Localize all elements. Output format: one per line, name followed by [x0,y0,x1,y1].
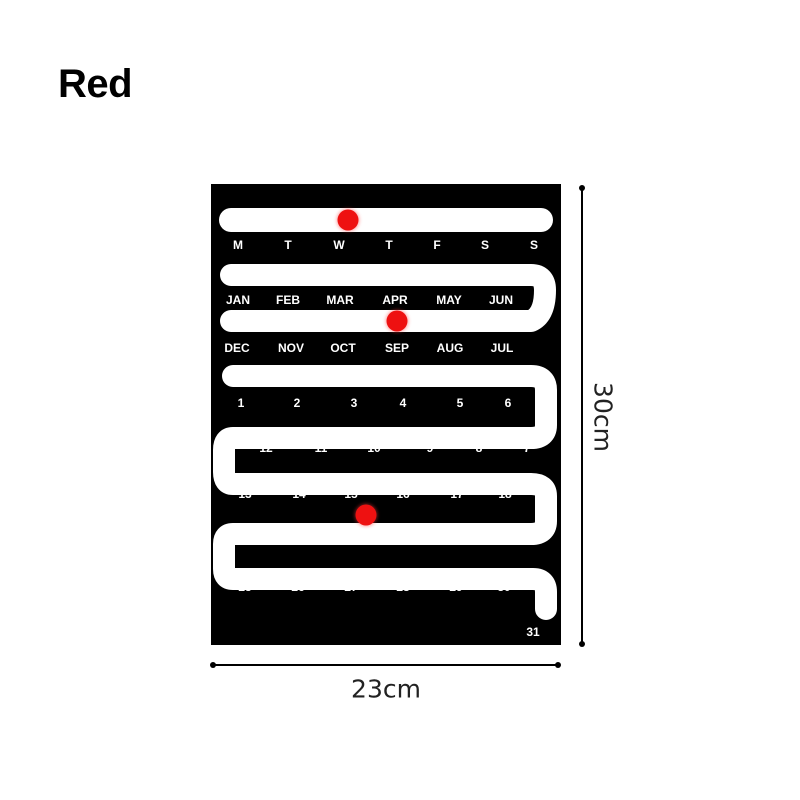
day-label: 27 [344,580,358,594]
weekday-label: M [233,238,243,252]
height-dimension-end [579,185,585,191]
month-label: SEP [384,341,410,355]
month-label: DEC [224,341,250,355]
day-label: 30 [497,580,511,594]
day-slot [213,365,557,620]
width-dimension-line [213,664,558,666]
day-label: 26 [291,580,305,594]
month-label: OCT [330,341,356,355]
day-label: 2 [293,396,301,410]
height-dimension-line [581,188,583,644]
day-label: 11 [314,441,328,455]
day-label: 16 [396,487,410,501]
month-label: JUN [488,293,514,307]
day-label: 18 [498,487,512,501]
day-label: 17 [450,487,464,501]
width-dimension-end [210,662,216,668]
day-label: 12 [259,441,273,455]
day-label: 24 [259,532,273,546]
month-label: JUL [490,341,514,355]
month-label: MAY [436,293,462,307]
month-label: JAN [225,293,251,307]
color-variant-title: Red [58,62,133,106]
day-label: 31 [526,625,540,639]
day-label: 13 [238,487,252,501]
month-label: MAR [326,293,354,307]
day-label: 25 [238,580,252,594]
month-label: NOV [277,341,305,355]
day-label: 7 [523,441,531,455]
day-label: 22 [359,532,373,546]
day-label: 21 [417,532,431,546]
height-dimension-end [579,641,585,647]
weekday-label: W [333,238,345,252]
day-marker[interactable] [355,504,377,526]
day-label: 4 [399,396,407,410]
day-label: 6 [504,396,512,410]
weekday-label: S [480,238,490,252]
day-label: 28 [396,580,410,594]
day-label: 5 [456,396,464,410]
weekday-marker[interactable] [337,209,359,231]
day-label: 14 [292,487,306,501]
month-label: AUG [436,341,464,355]
weekday-label: S [529,238,539,252]
width-dimension-label: 23cm [351,674,421,704]
day-label: 9 [426,441,434,455]
day-label: 1 [237,396,245,410]
weekday-label: T [385,238,393,252]
day-label: 19 [516,532,530,546]
calendar-board: M T W T F S S JAN FEB MAR APR MAY JUN DE… [211,184,561,645]
month-label: FEB [276,293,300,307]
day-label: 15 [344,487,358,501]
day-label: 23 [309,532,323,546]
width-dimension-end [555,662,561,668]
month-slot [220,264,556,332]
day-label: 3 [350,396,358,410]
marker-track [213,208,557,620]
month-marker[interactable] [386,310,408,332]
day-label: 29 [449,580,463,594]
weekday-label: T [284,238,292,252]
weekday-label: F [433,238,441,252]
day-label: 20 [464,532,478,546]
month-label: APR [382,293,408,307]
day-label: 8 [475,441,483,455]
day-label: 10 [367,441,381,455]
height-dimension-label: 30cm [588,382,618,452]
